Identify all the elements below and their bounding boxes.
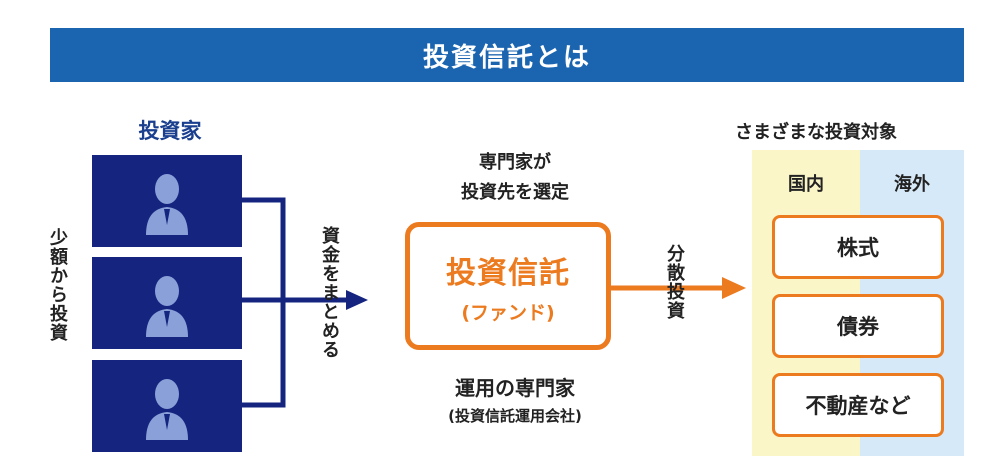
expert-selection-caption: 専門家が 投資先を選定 bbox=[405, 148, 625, 208]
investors-title: 投資家 bbox=[138, 119, 202, 143]
asset-stocks: 株式 bbox=[772, 215, 944, 279]
investor-card bbox=[92, 155, 242, 247]
banner-title: 投資信託とは bbox=[422, 42, 591, 73]
fund-manager-sub: (投資信託運用会社) bbox=[448, 407, 582, 425]
person-icon bbox=[146, 379, 188, 440]
person-icon bbox=[146, 174, 188, 235]
small-amount-label: 少額から投資 bbox=[47, 228, 68, 342]
investor-card bbox=[92, 360, 242, 452]
foreign-header: 海外 bbox=[894, 174, 930, 195]
distribution-arrow-head bbox=[722, 277, 746, 299]
page-banner: 投資信託とは bbox=[50, 28, 964, 82]
expert-caption-line2: 投資先を選定 bbox=[461, 182, 569, 203]
investor-card bbox=[92, 257, 242, 349]
fund-box: 投資信託 (ファンド) bbox=[405, 222, 611, 350]
asset-bonds: 債券 bbox=[772, 294, 944, 358]
bracket-connector bbox=[242, 197, 286, 408]
fund-name: 投資信託 bbox=[446, 255, 570, 291]
funds-arrow-head bbox=[346, 290, 368, 310]
fund-manager-label: 運用の専門家 bbox=[455, 376, 575, 400]
funds-pooling-label: 資金をまとめる bbox=[319, 226, 340, 359]
targets-title: さまざまな投資対象 bbox=[735, 122, 897, 143]
fund-name-sub: (ファンド) bbox=[461, 301, 555, 324]
person-icon bbox=[146, 276, 188, 337]
asset-real-estate: 不動産など bbox=[772, 373, 944, 437]
domestic-header: 国内 bbox=[788, 174, 824, 195]
expert-caption-line1: 専門家が bbox=[479, 152, 551, 173]
diversification-label: 分散投資 bbox=[664, 244, 685, 320]
